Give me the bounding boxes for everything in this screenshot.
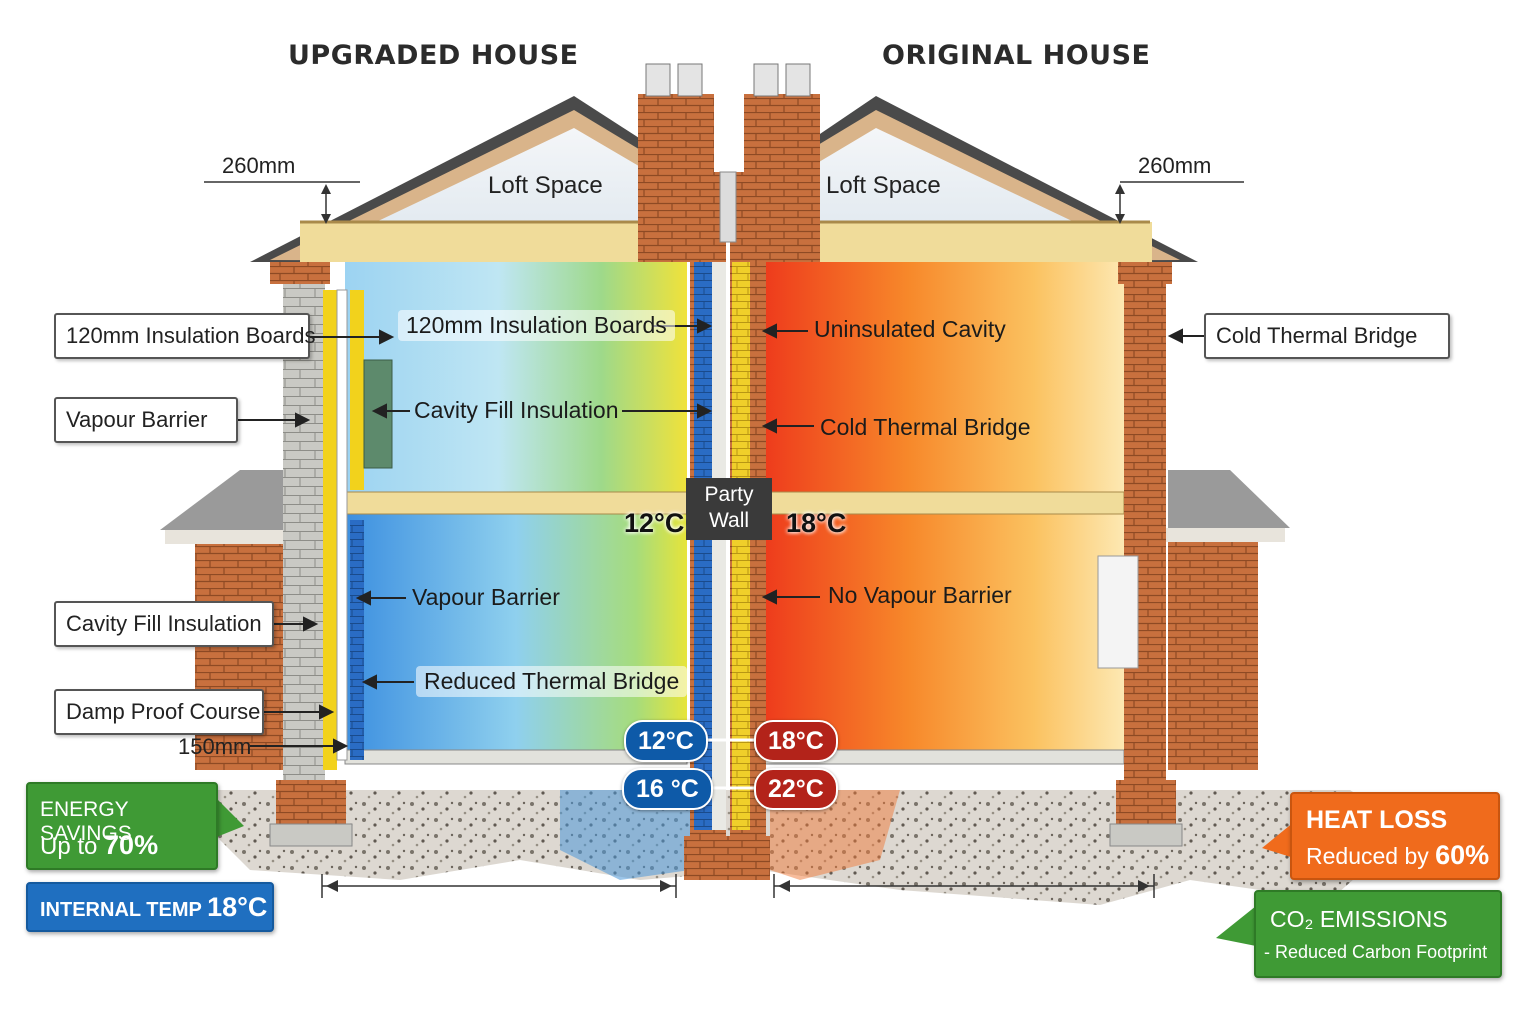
energy-savings-badge: ENERGY SAVINGS Up to 70%: [26, 782, 218, 870]
label-no-vapour-barrier: No Vapour Barrier: [828, 582, 1012, 608]
callout-insulation-boards: 120mm Insulation Boards: [54, 313, 315, 359]
temp-pill-original-1: 18°C: [754, 720, 838, 762]
upper-temp-upgraded: 12°C: [624, 508, 685, 538]
party-wall-line2: Wall: [708, 509, 750, 532]
energy-savings-title: ENERGY SAVINGS: [40, 798, 132, 845]
label-uninsulated-cavity: Uninsulated Cavity: [814, 316, 1006, 342]
party-wall-line1: Party: [704, 483, 754, 506]
label-reduced-thermal-bridge: Reduced Thermal Bridge: [416, 666, 688, 697]
heat-loss-percent: 60%: [1435, 840, 1490, 870]
co2-emissions-subtitle: - Reduced Carbon Footprint: [1264, 942, 1488, 962]
loft-space-right-label: Loft Space: [826, 172, 941, 199]
upgraded-house-heading: UPGRADED HOUSE: [288, 40, 579, 71]
label-cavity-fill-inner: Cavity Fill Insulation: [414, 397, 619, 423]
loft-insulation-depth-left: 260mm: [222, 153, 296, 178]
co2-emissions-badge: CO₂ EMISSIONS - Reduced Carbon Footprint: [1254, 890, 1502, 978]
energy-savings-percent: 70%: [104, 830, 159, 860]
floor-insulation-depth: 150mm: [178, 734, 252, 759]
temp-pill-upgraded-1: 12°C: [624, 720, 708, 762]
heat-loss-value: Reduced by 60%: [1306, 840, 1489, 871]
loft-space-left-label: Loft Space: [488, 172, 603, 199]
label-vapour-barrier-inner: Vapour Barrier: [412, 584, 560, 610]
party-wall-label: Party Wall: [686, 478, 772, 540]
heat-loss-prefix: Reduced by: [1306, 843, 1436, 869]
co2-emissions-title: CO₂ EMISSIONS: [1270, 906, 1448, 932]
heat-loss-title: HEAT LOSS: [1306, 806, 1448, 834]
energy-savings-prefix: Up to: [40, 833, 105, 860]
original-house-heading: ORIGINAL HOUSE: [882, 40, 1151, 71]
callout-damp-proof-course: Damp Proof Course: [54, 689, 264, 735]
internal-temp-badge: INTERNAL TEMP 18°C: [26, 882, 274, 932]
upper-temp-original: 18°C: [786, 508, 847, 538]
callout-cavity-fill: Cavity Fill Insulation: [54, 601, 274, 647]
internal-temp-value: 18°C: [207, 892, 268, 922]
label-insulation-boards-inner: 120mm Insulation Boards: [398, 310, 675, 341]
internal-temp-label: INTERNAL TEMP: [40, 899, 208, 921]
temp-pill-original-2: 22°C: [754, 768, 838, 810]
temp-pill-upgraded-2: 16 °C: [622, 768, 713, 810]
label-cold-thermal-bridge-inner: Cold Thermal Bridge: [820, 414, 1031, 440]
callout-vapour-barrier: Vapour Barrier: [54, 397, 238, 443]
energy-savings-value: Up to 70%: [40, 830, 158, 861]
heat-loss-badge: HEAT LOSS Reduced by 60%: [1290, 792, 1500, 880]
loft-insulation-depth-right: 260mm: [1138, 153, 1212, 178]
callout-cold-thermal-bridge: Cold Thermal Bridge: [1204, 313, 1450, 359]
